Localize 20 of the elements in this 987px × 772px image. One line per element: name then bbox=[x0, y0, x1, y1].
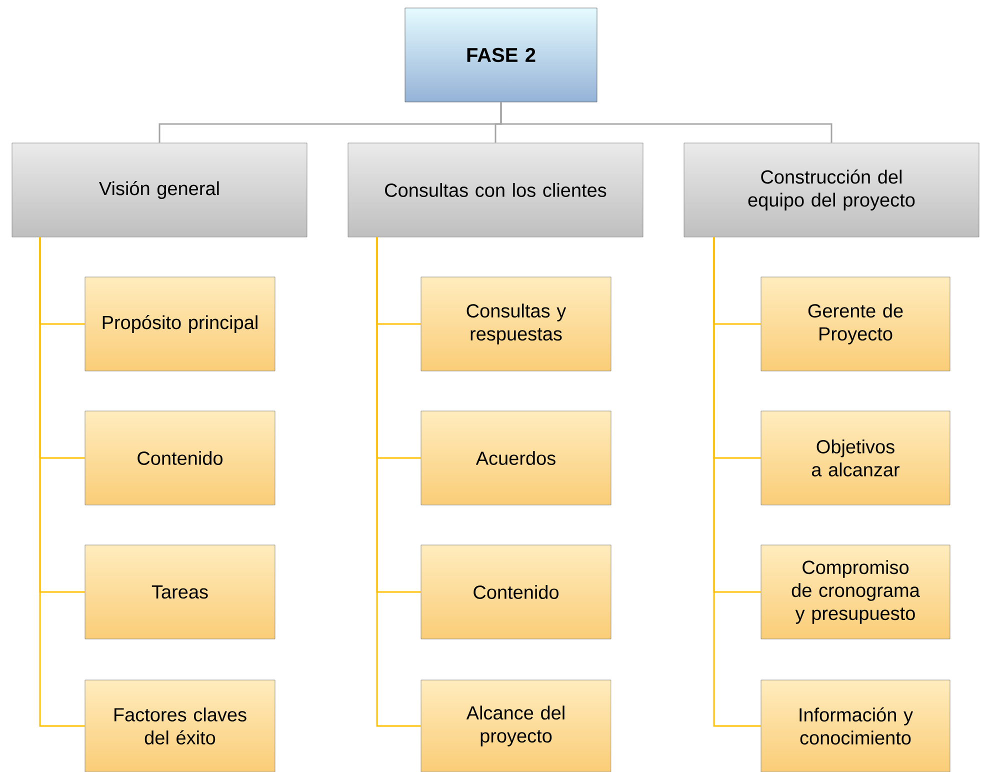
item-box: Contenido bbox=[84, 410, 276, 506]
connector-line bbox=[39, 237, 85, 727]
connector-line bbox=[713, 237, 761, 727]
connector-line bbox=[500, 102, 832, 143]
item-box: Consultas y respuestas bbox=[420, 276, 612, 372]
item-box: Gerente de Proyecto bbox=[760, 276, 950, 372]
category-box: Visión general bbox=[12, 142, 308, 238]
connector-line bbox=[376, 237, 421, 727]
item-box: Acuerdos bbox=[420, 410, 612, 506]
category-box: Consultas con los clientes bbox=[348, 142, 644, 238]
item-box: Tareas bbox=[84, 544, 276, 640]
item-box: Objetivos a alcanzar bbox=[760, 410, 950, 506]
process-box: FASE 2 bbox=[404, 8, 598, 102]
item-box: Contenido bbox=[420, 544, 612, 640]
category-box: Construcción del equipo del proyecto bbox=[684, 142, 980, 238]
item-box: Compromiso de cronograma y presupuesto bbox=[760, 544, 950, 640]
item-box: Alcance del proyecto bbox=[420, 680, 612, 772]
item-box: Factores claves del éxito bbox=[84, 680, 276, 772]
item-box: Información y conocimiento bbox=[760, 680, 950, 772]
item-box: Propósito principal bbox=[84, 276, 276, 372]
